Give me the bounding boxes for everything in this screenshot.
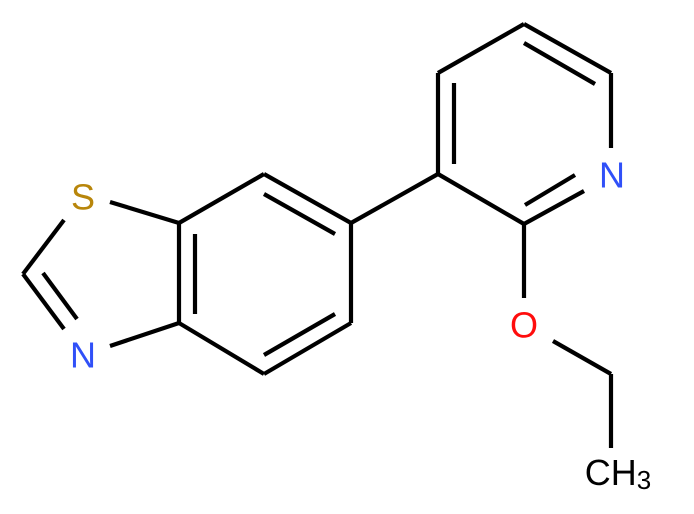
- bond: [262, 172, 353, 225]
- bond: [522, 41, 597, 86]
- methyl-subscript: 3: [637, 465, 651, 495]
- methyl-ch: CH: [585, 452, 637, 493]
- bond: [262, 192, 337, 236]
- bond: [551, 339, 613, 376]
- bond: [21, 272, 66, 331]
- bond: [349, 172, 440, 225]
- sulfur-label: S: [71, 177, 95, 218]
- bond: [262, 321, 353, 376]
- bonds: [21, 22, 614, 448]
- bond: [21, 218, 66, 276]
- bond: [109, 321, 180, 348]
- bond: [436, 172, 526, 226]
- oxygen-label: O: [510, 305, 538, 346]
- bond: [109, 199, 180, 226]
- bond: [41, 271, 79, 321]
- bond: [522, 189, 586, 226]
- bond: [436, 22, 526, 75]
- bond: [523, 173, 577, 207]
- bond: [177, 321, 266, 376]
- bond: [522, 22, 613, 75]
- methyl-label: CH3: [585, 452, 651, 496]
- bond: [177, 172, 266, 225]
- atom-labels: S N N O CH3: [70, 155, 651, 496]
- bond: [262, 312, 337, 357]
- pyridine-nitrogen-label: N: [599, 155, 625, 196]
- thiazole-nitrogen-label: N: [70, 335, 96, 376]
